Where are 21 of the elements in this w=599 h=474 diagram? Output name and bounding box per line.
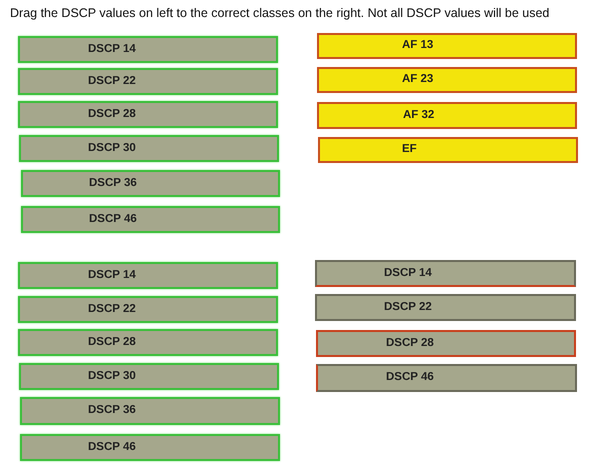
class-target-slot: AF 13 [317, 33, 577, 59]
draggable-value-tile: DSCP 22 [18, 296, 278, 323]
answer-value-tile: DSCP 14 [315, 260, 576, 287]
draggable-value-tile: DSCP 36 [21, 170, 280, 197]
draggable-value-tile: DSCP 22 [18, 68, 278, 95]
answer-value-tile: DSCP 28 [316, 330, 576, 357]
draggable-value-tile: DSCP 36 [20, 397, 280, 425]
draggable-value-tile: DSCP 28 [18, 101, 278, 128]
draggable-value-tile: DSCP 46 [20, 434, 280, 461]
instruction-text: Drag the DSCP values on left to the correct classes on the right. Not all DSCP values will be used [10, 6, 550, 20]
draggable-value-tile: DSCP 28 [18, 329, 278, 356]
class-target-slot: EF [318, 137, 578, 163]
class-target-slot: AF 32 [317, 102, 577, 129]
draggable-value-tile: DSCP 30 [19, 135, 279, 162]
class-target-slot: AF 23 [317, 67, 577, 93]
answer-value-tile: DSCP 22 [315, 294, 576, 321]
draggable-value-tile: DSCP 46 [21, 206, 280, 233]
draggable-value-tile: DSCP 14 [18, 262, 278, 289]
draggable-value-tile: DSCP 14 [18, 36, 278, 63]
answer-value-tile: DSCP 46 [316, 364, 577, 392]
draggable-value-tile: DSCP 30 [19, 363, 279, 390]
